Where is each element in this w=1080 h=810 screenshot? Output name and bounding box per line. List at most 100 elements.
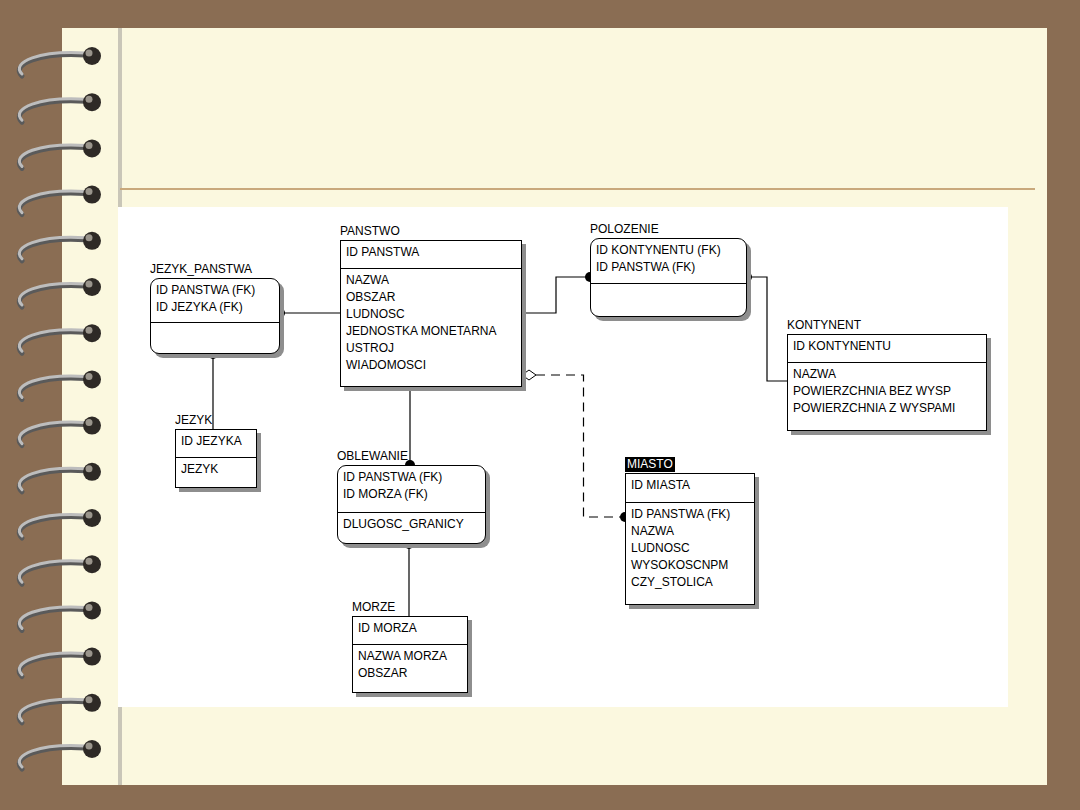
key-attribute: ID MIASTA: [631, 477, 748, 494]
spiral-hole-highlight: [86, 188, 93, 195]
spiral-hole-highlight: [86, 327, 93, 334]
spiral-wire: [19, 145, 86, 166]
spiral-hole: [83, 694, 101, 712]
entity-name: MIASTO: [625, 457, 675, 472]
attribute: JEZYK: [181, 461, 250, 478]
attribute: LUDNOSC: [346, 306, 515, 323]
key-attribute: ID MORZA: [358, 620, 461, 637]
spiral-hole: [83, 139, 101, 157]
spiral-wire: [19, 376, 86, 397]
attribute: LUDNOSC: [631, 540, 748, 557]
spiral-hole-highlight: [86, 650, 93, 657]
spiral-hole: [83, 463, 101, 481]
key-section: ID MORZA: [353, 617, 467, 645]
spiral-wire: [19, 237, 86, 258]
spiral-hole: [83, 93, 101, 111]
connector-path: [522, 277, 590, 313]
attribute: WIADOMOSCI: [346, 357, 515, 374]
attribute-section: DLUGOSC_GRANICY: [338, 513, 485, 543]
key-attribute: ID PANSTWA (FK): [343, 469, 479, 486]
connector-path: [747, 277, 787, 381]
attribute: POWIERZCHNIA BEZ WYSP: [793, 383, 980, 400]
attribute-section: NAZWAPOWIERZCHNIA BEZ WYSPPOWIERZCHNIA Z…: [788, 363, 986, 430]
spiral-hole: [83, 232, 101, 250]
key-attribute: ID KONTYNENTU: [793, 338, 980, 355]
key-attribute: ID JEZYKA: [181, 433, 250, 450]
connector-path: [408, 544, 409, 616]
spiral-binding: [0, 0, 120, 810]
attribute: CZY_STOLICA: [631, 574, 748, 591]
spiral-hole-highlight: [86, 50, 93, 57]
diamond-head: [522, 370, 536, 380]
spiral-hole-highlight: [86, 419, 93, 426]
attribute-section: [591, 284, 746, 316]
entity-name: JEZYK: [175, 413, 212, 428]
key-section: ID PANSTWA (FK)ID JEZYKA (FK): [151, 279, 279, 323]
entity-name: OBLEWANIE: [337, 449, 408, 464]
spiral-hole-highlight: [86, 96, 93, 103]
spiral-wire: [19, 284, 86, 305]
spiral-wire: [19, 515, 86, 536]
entity-box: JEZYK_PANSTWAID PANSTWA (FK)ID JEZYKA (F…: [150, 278, 280, 354]
spiral-wire: [19, 422, 86, 443]
spiral-hole-highlight: [86, 234, 93, 241]
spiral-hole: [83, 601, 101, 619]
spiral-wire: [19, 607, 86, 628]
entity-name: KONTYNENT: [787, 318, 861, 333]
attribute-section: JEZYK: [176, 458, 256, 487]
spiral-hole: [83, 186, 101, 204]
attribute-section: NAZWA MORZAOBSZAR: [353, 645, 467, 692]
spiral-hole: [83, 417, 101, 435]
spiral-wire: [19, 746, 86, 767]
spiral-hole: [83, 555, 101, 573]
key-section: ID MIASTA: [626, 474, 754, 503]
spiral-wire: [19, 468, 86, 489]
entity-box: KONTYNENTID KONTYNENTUNAZWAPOWIERZCHNIA …: [787, 334, 987, 431]
entity-box: MIASTOID MIASTAID PANSTWA (FK)NAZWALUDNO…: [625, 473, 755, 605]
attribute: USTROJ: [346, 340, 515, 357]
attribute: NAZWA: [631, 523, 748, 540]
spiral-hole-highlight: [86, 743, 93, 750]
entity-box: JEZYKID JEZYKAJEZYK: [175, 429, 257, 488]
spiral-hole: [83, 740, 101, 758]
attribute: DLUGOSC_GRANICY: [343, 516, 479, 533]
connector-path: [536, 375, 625, 517]
spiral-wire: [19, 53, 86, 74]
connector-path: [212, 354, 213, 429]
spiral-hole: [83, 278, 101, 296]
attribute: WYSOKOSCNPM: [631, 557, 748, 574]
entity-name: POLOZENIE: [590, 222, 659, 237]
relationship-line: [404, 539, 414, 616]
spiral-wire: [19, 561, 86, 582]
spiral-wire: [19, 99, 86, 120]
spiral-wire: [19, 330, 86, 351]
attribute: OBSZAR: [346, 289, 515, 306]
attribute: ID PANSTWA (FK): [631, 506, 748, 523]
key-attribute: ID PANSTWA (FK): [596, 259, 740, 276]
key-section: ID PANSTWA (FK)ID MORZA (FK): [338, 466, 485, 513]
spiral-hole-highlight: [86, 696, 93, 703]
attribute: POWIERZCHNIA Z WYSPAMI: [793, 400, 980, 417]
entity-box: MORZEID MORZANAZWA MORZAOBSZAR: [352, 616, 468, 693]
spiral-hole-highlight: [86, 373, 93, 380]
spiral-hole-highlight: [86, 281, 93, 288]
key-section: ID JEZYKA: [176, 430, 256, 458]
entity-box: POLOZENIEID KONTYNENTU (FK)ID PANSTWA (F…: [590, 238, 747, 317]
spiral-hole: [83, 370, 101, 388]
attribute: NAZWA: [793, 366, 980, 383]
spiral-hole: [83, 324, 101, 342]
entity-name: PANSTWO: [340, 224, 400, 239]
relationship-line: [742, 272, 787, 381]
relationship-line: [522, 370, 630, 522]
spiral-hole: [83, 648, 101, 666]
spiral-wire: [19, 653, 86, 674]
spiral-hole: [83, 509, 101, 527]
attribute-section: ID PANSTWA (FK)NAZWALUDNOSCWYSOKOSCNPMCZ…: [626, 503, 754, 604]
key-section: ID KONTYNENTU (FK)ID PANSTWA (FK): [591, 239, 746, 284]
title-rule: [120, 188, 1035, 190]
spiral-hole-highlight: [86, 512, 93, 519]
spiral-hole-highlight: [86, 142, 93, 149]
attribute-section: NAZWAOBSZARLUDNOSCJEDNOSTKA MONETARNAUST…: [341, 269, 521, 386]
spiral-wire: [19, 699, 86, 720]
